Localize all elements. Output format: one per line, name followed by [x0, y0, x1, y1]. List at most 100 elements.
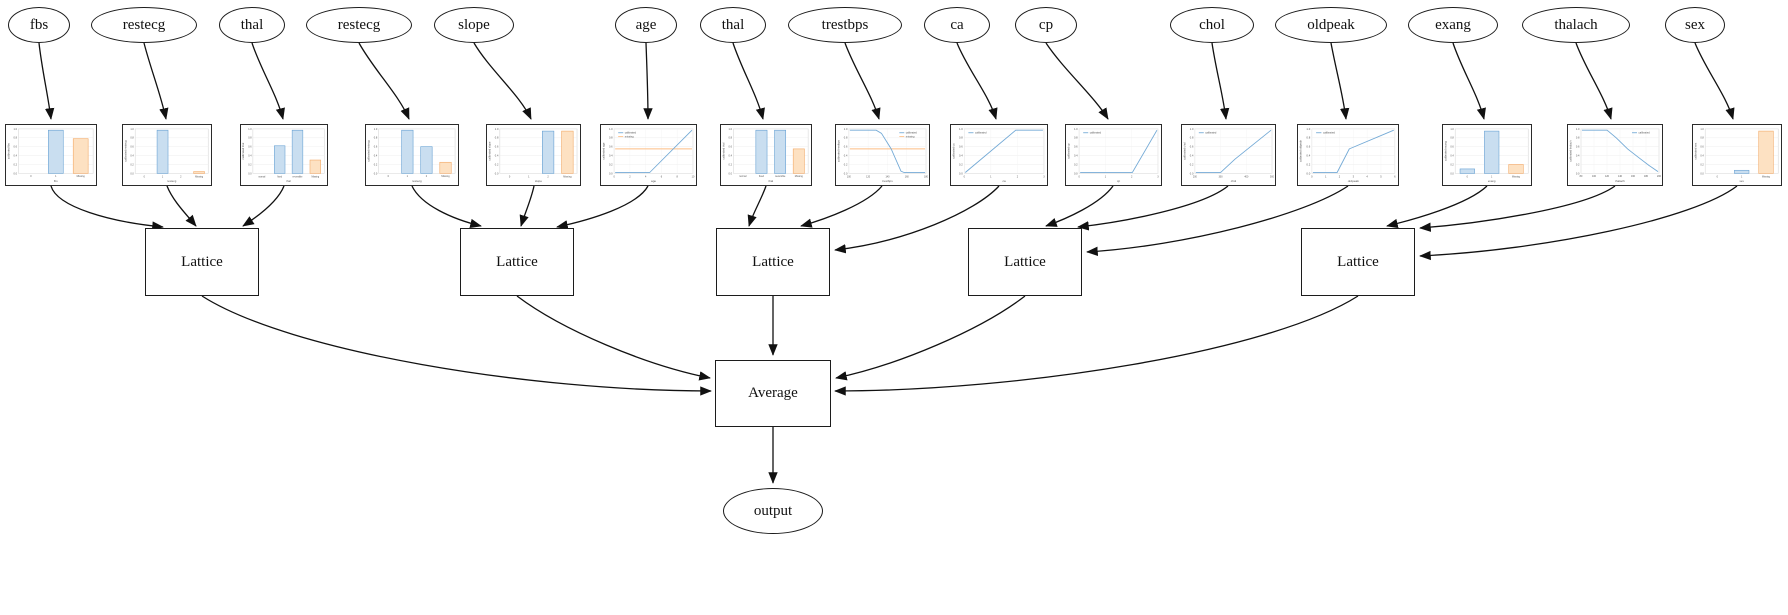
svg-text:5: 5: [1380, 175, 1382, 178]
svg-text:chol: chol: [1231, 179, 1237, 183]
svg-text:1.0: 1.0: [374, 128, 378, 131]
svg-text:calibrated oldpeak: calibrated oldpeak: [1299, 140, 1303, 162]
svg-text:0.4: 0.4: [495, 155, 499, 158]
svg-text:0.0: 0.0: [495, 172, 499, 175]
svg-text:0.4: 0.4: [729, 155, 733, 158]
svg-text:140: 140: [1618, 175, 1623, 178]
svg-text:reversible: reversible: [293, 176, 304, 178]
svg-text:0.4: 0.4: [1450, 155, 1454, 158]
svg-text:cp: cp: [1117, 179, 1121, 183]
svg-text:calibrated ca: calibrated ca: [951, 143, 955, 159]
svg-text:1: 1: [55, 175, 57, 178]
svg-text:calibrated fbs: calibrated fbs: [6, 142, 10, 159]
svg-text:0.2: 0.2: [374, 163, 378, 166]
svg-text:calibrated restecg: calibrated restecg: [123, 140, 127, 162]
svg-text:1: 1: [162, 175, 164, 178]
svg-text:calibrated sex: calibrated sex: [1693, 142, 1697, 159]
svg-text:0.2: 0.2: [1190, 163, 1194, 166]
svg-text:fixed: fixed: [277, 176, 282, 178]
input-node-fbs: fbs: [8, 7, 70, 43]
svg-text:0.2: 0.2: [130, 163, 134, 166]
svg-text:0: 0: [1467, 175, 1469, 178]
svg-text:0: 0: [509, 175, 511, 178]
svg-text:1.0: 1.0: [248, 128, 252, 131]
svg-text:0.4: 0.4: [1306, 154, 1310, 158]
edge-sex-to-calibrator: [1694, 42, 1735, 120]
input-node-thalach: thalach: [1522, 7, 1630, 43]
svg-text:0.2: 0.2: [495, 163, 499, 166]
svg-text:0.6: 0.6: [1450, 146, 1454, 149]
svg-text:age: age: [651, 179, 656, 183]
svg-text:0.0: 0.0: [14, 172, 18, 175]
svg-text:0.0: 0.0: [1074, 171, 1078, 175]
edge-exang-to-calibrator: [1452, 42, 1486, 120]
svg-text:0.4: 0.4: [1074, 154, 1078, 158]
svg-text:0.6: 0.6: [1190, 146, 1194, 149]
svg-text:1.0: 1.0: [495, 128, 499, 131]
svg-text:0: 0: [30, 175, 32, 178]
svg-text:100: 100: [1592, 175, 1597, 178]
svg-text:6: 6: [1394, 175, 1396, 178]
svg-text:3: 3: [1353, 175, 1355, 178]
svg-text:calibrated slope: calibrated slope: [487, 141, 491, 160]
svg-text:0.2: 0.2: [1306, 163, 1310, 167]
svg-text:Missing: Missing: [311, 176, 319, 178]
svg-text:0.0: 0.0: [1450, 172, 1454, 175]
svg-text:restecg: restecg: [412, 179, 422, 183]
svg-text:0.8: 0.8: [14, 137, 18, 140]
svg-text:1: 1: [990, 175, 992, 178]
lattice-box-4: Lattice: [968, 228, 1082, 296]
svg-text:0.8: 0.8: [130, 137, 134, 140]
svg-text:120: 120: [866, 176, 871, 178]
output-node: output: [723, 488, 823, 534]
svg-text:0.2: 0.2: [959, 163, 963, 167]
svg-text:0.0: 0.0: [1190, 172, 1194, 175]
svg-text:0.0: 0.0: [1306, 171, 1310, 175]
input-node-cp: cp: [1015, 7, 1077, 43]
svg-text:0.8: 0.8: [959, 136, 963, 140]
svg-text:Missing: Missing: [195, 175, 204, 178]
svg-text:0.2: 0.2: [1074, 163, 1078, 167]
svg-text:0.4: 0.4: [130, 155, 134, 158]
svg-text:thalach: thalach: [1615, 179, 1625, 183]
input-node-age: age: [615, 7, 677, 43]
svg-text:calibrated: calibrated: [1090, 131, 1102, 135]
svg-text:1.0: 1.0: [844, 128, 848, 131]
svg-text:0.8: 0.8: [844, 137, 848, 140]
svg-text:1.0: 1.0: [1700, 128, 1704, 131]
svg-text:0.2: 0.2: [1700, 163, 1704, 166]
svg-text:calibrated: calibrated: [625, 131, 637, 135]
svg-text:1: 1: [1741, 175, 1743, 178]
svg-text:normal: normal: [258, 176, 265, 178]
svg-text:0.2: 0.2: [248, 163, 252, 166]
svg-text:2: 2: [547, 175, 549, 178]
svg-text:0.6: 0.6: [14, 146, 18, 149]
svg-text:8: 8: [677, 175, 679, 178]
svg-text:0.2: 0.2: [609, 163, 613, 167]
svg-text:0.6: 0.6: [248, 146, 252, 149]
svg-text:0: 0: [613, 175, 615, 178]
edge-thal-to-calibrator: [251, 42, 285, 120]
svg-text:0.6: 0.6: [729, 146, 733, 149]
input-node-restecg-2: restecg: [306, 7, 412, 43]
input-node-slope: slope: [434, 7, 514, 43]
edge-ca-to-calibrator: [956, 42, 998, 120]
svg-text:1.0: 1.0: [130, 128, 134, 131]
lattice-box-2: Lattice: [460, 228, 574, 296]
edge-cal-trestbps-to-lattice3: [800, 185, 883, 228]
svg-text:0.0: 0.0: [130, 172, 134, 175]
edge-restecg2-to-calibrator: [358, 42, 410, 120]
svg-text:Missing: Missing: [1512, 175, 1521, 178]
svg-text:0.2: 0.2: [1450, 163, 1454, 166]
